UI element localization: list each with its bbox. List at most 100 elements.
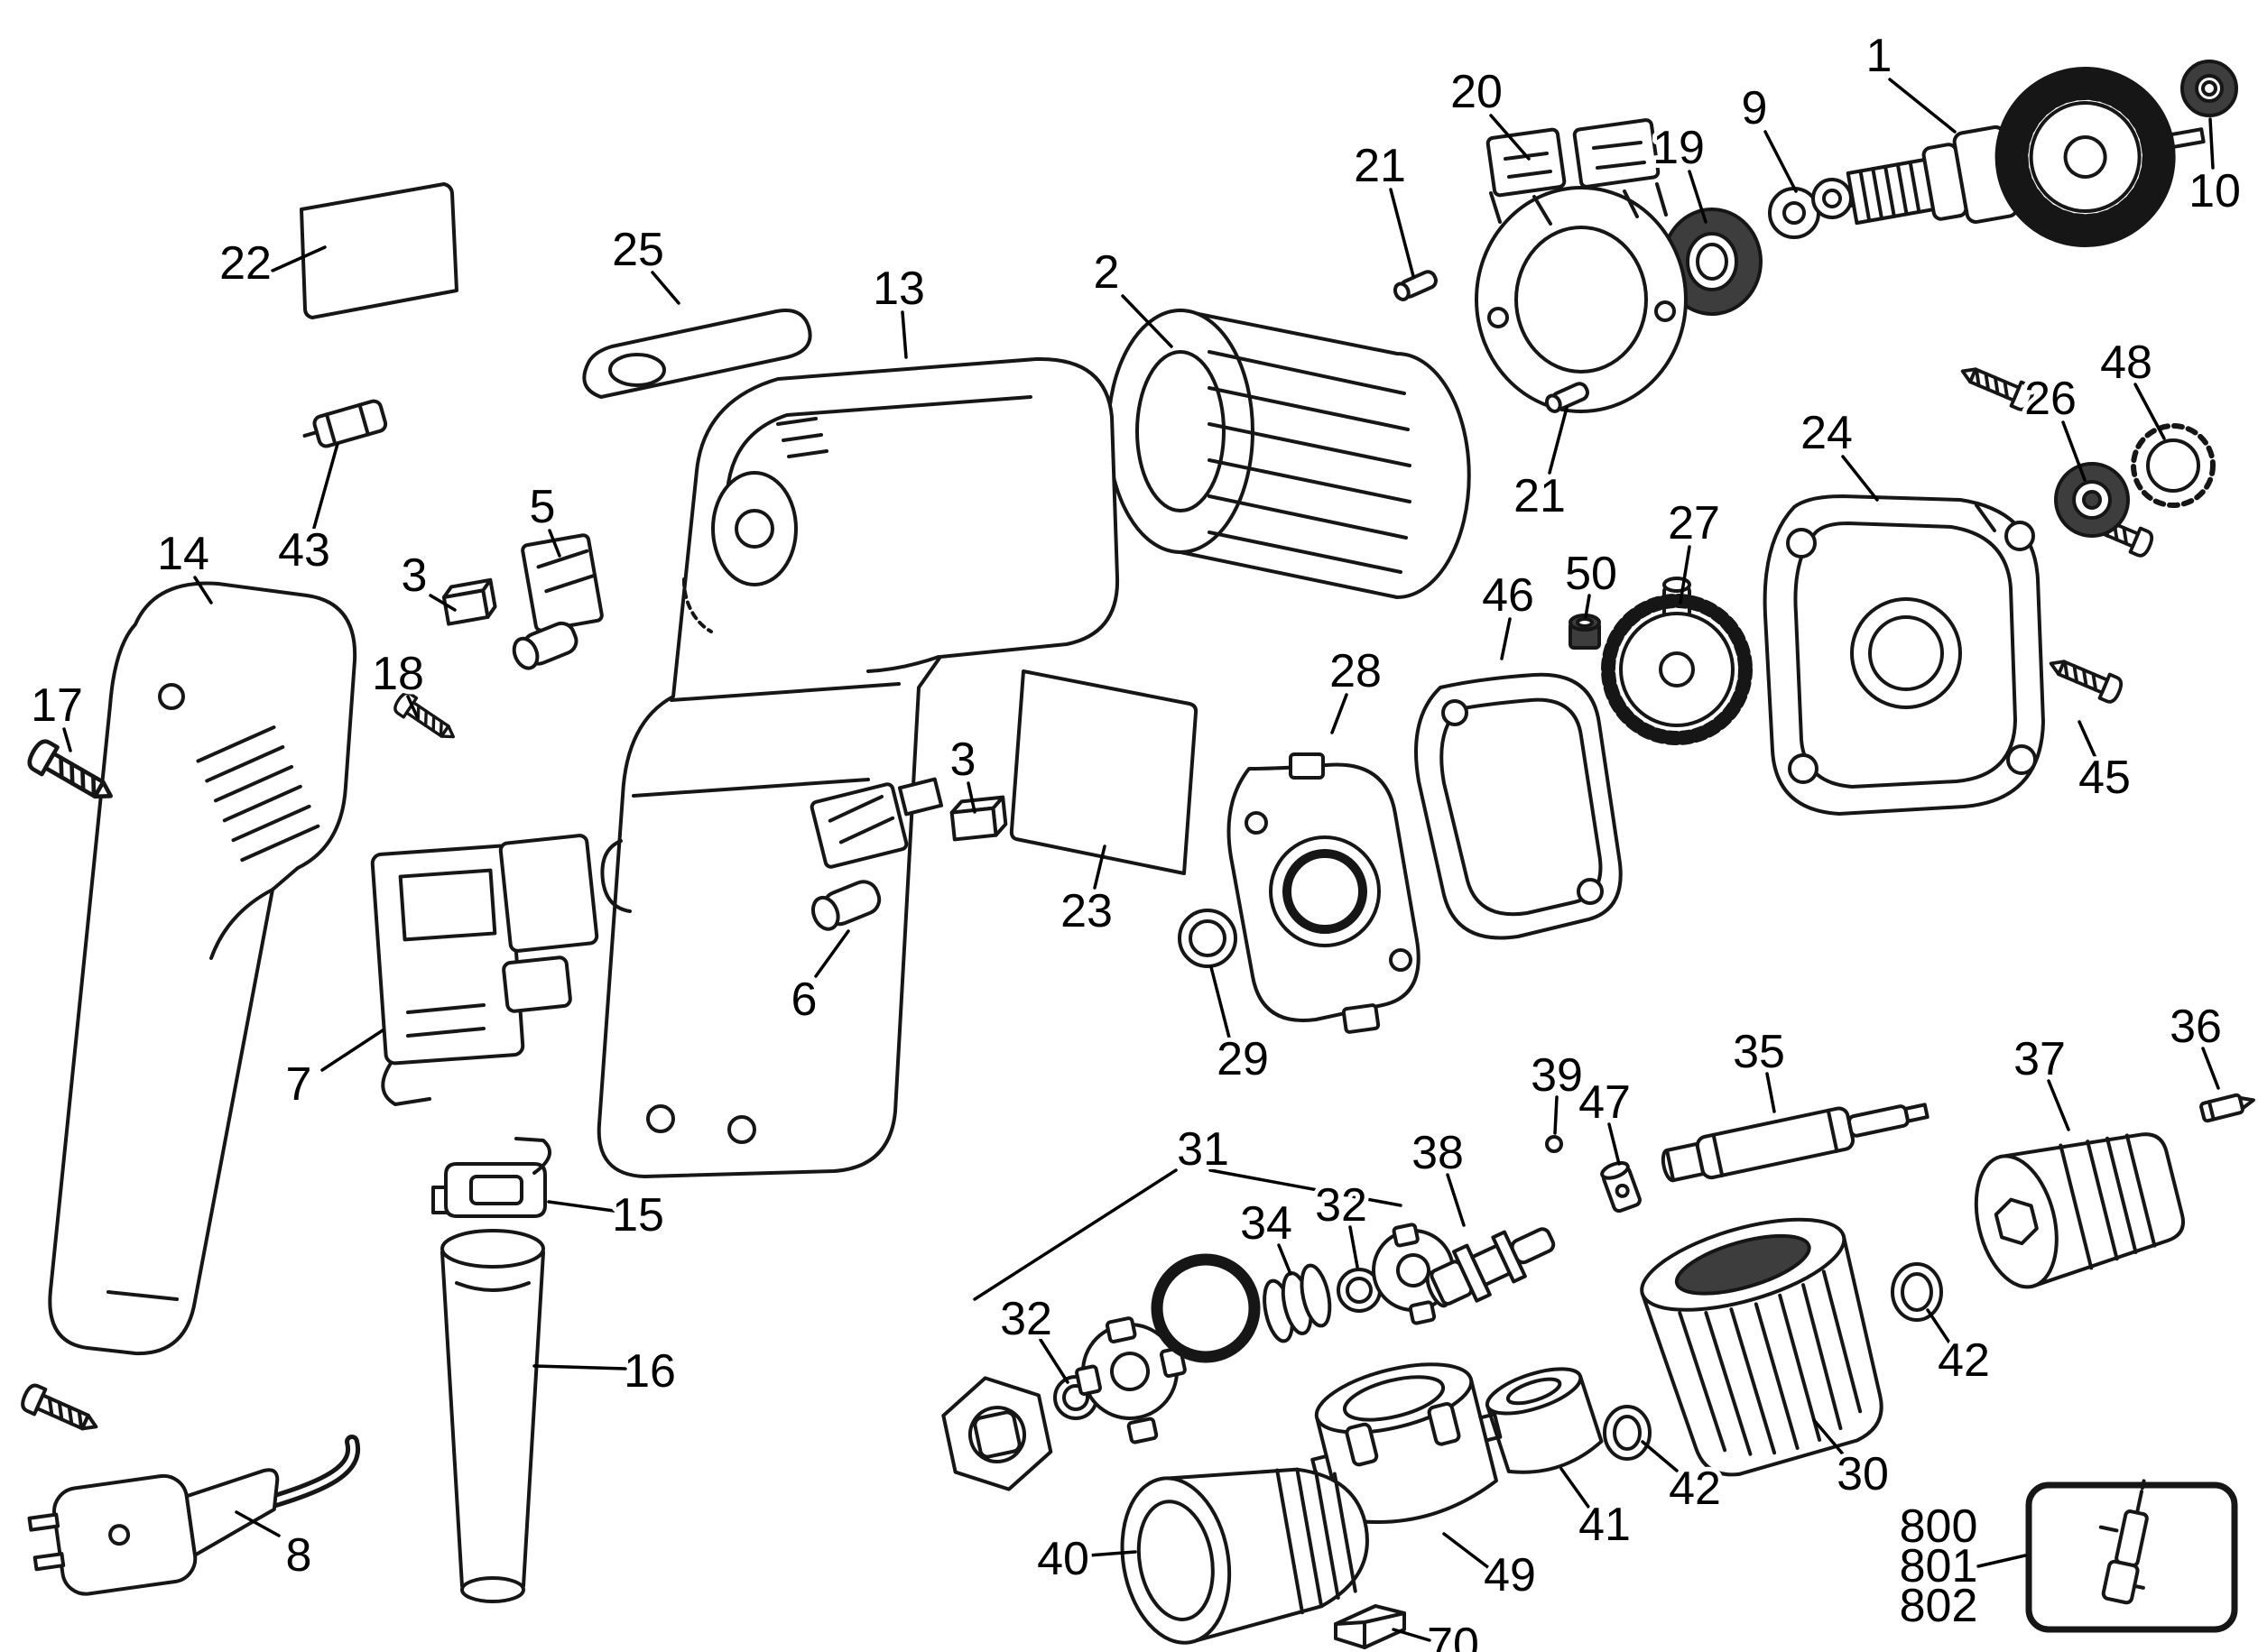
part-gasket-46 bbox=[1414, 672, 1623, 940]
part-callout-label: 43 bbox=[278, 524, 330, 577]
callout-leader-line bbox=[1548, 406, 1569, 475]
part-callout-label: 42 bbox=[1669, 1463, 1721, 1515]
part-callout-label: 13 bbox=[873, 263, 925, 315]
callout-leader-line bbox=[1039, 1338, 1069, 1384]
callout-leader-line bbox=[1442, 1532, 1491, 1570]
part-callout-label: 10 bbox=[2189, 165, 2241, 217]
callout-leader-line bbox=[235, 1510, 281, 1537]
part-callout-label: 70 bbox=[1427, 1619, 1479, 1652]
part-o-ring-42a bbox=[1891, 1262, 1943, 1322]
part-washer-29 bbox=[1178, 909, 1237, 968]
part-bearing-26 bbox=[2054, 462, 2130, 538]
part-callout-label: 19 bbox=[1652, 122, 1705, 174]
part-callout-label: 29 bbox=[1217, 1033, 1269, 1085]
part-callout-label: 9 bbox=[1742, 82, 1768, 134]
callout-leader-line bbox=[1553, 1095, 1559, 1135]
part-callout-label: 18 bbox=[372, 648, 424, 700]
part-depth-lever-25 bbox=[582, 309, 812, 399]
callout-leader-line bbox=[1489, 114, 1531, 161]
part-wedge-70 bbox=[1334, 1604, 1406, 1649]
part-callout-label: 38 bbox=[1411, 1127, 1464, 1179]
part-switch-7 bbox=[370, 834, 599, 1106]
part-callout-label: 24 bbox=[1800, 407, 1853, 459]
part-sleeve-41 bbox=[1485, 1367, 1604, 1474]
callout-leader-line bbox=[1392, 1628, 1431, 1642]
callout-leader-line bbox=[1765, 1072, 1776, 1113]
part-callout-label: 36 bbox=[2170, 1001, 2222, 1053]
part-o-ring-large-31 bbox=[1151, 1253, 1261, 1363]
callout-leader-line bbox=[2133, 383, 2166, 440]
callout-leader-line bbox=[1976, 1554, 2027, 1568]
part-callout-label: 21 bbox=[1513, 470, 1566, 522]
part-bearing-19 bbox=[1661, 208, 1763, 316]
callout-leader-line bbox=[271, 245, 327, 272]
part-callout-label: 30 bbox=[1837, 1448, 1889, 1500]
part-motor-housing-13 bbox=[597, 356, 1120, 1178]
callout-leader-line bbox=[651, 271, 680, 305]
part-callout-label: 5 bbox=[530, 481, 556, 533]
part-nose-collar-40 bbox=[1120, 1467, 1369, 1645]
callout-leader-line bbox=[973, 1168, 1178, 1301]
part-callout-label: 34 bbox=[1240, 1197, 1292, 1250]
callout-leader-line bbox=[1679, 545, 1691, 605]
part-clutch-cam-31 bbox=[1075, 1316, 1187, 1444]
part-pin-21b bbox=[1544, 382, 1589, 413]
callout-leader-line bbox=[2208, 117, 2215, 170]
kit-box-800-802 bbox=[2025, 1479, 2238, 1633]
callout-leader-line bbox=[1330, 693, 1348, 734]
part-callout-label: 35 bbox=[1733, 1026, 1785, 1078]
part-pin-47 bbox=[1600, 1160, 1642, 1214]
callout-leader-line bbox=[2201, 1047, 2220, 1090]
part-lock-washer-48 bbox=[2131, 423, 2216, 508]
callout-leader-line bbox=[62, 727, 72, 752]
part-armature-1 bbox=[1798, 67, 2206, 248]
part-callout-label: 28 bbox=[1329, 645, 1382, 697]
part-handle-cover-14 bbox=[48, 581, 357, 1356]
part-callout-label: 31 bbox=[1177, 1123, 1229, 1176]
callout-leader-line bbox=[193, 576, 213, 605]
part-label-sheet-22 bbox=[300, 182, 458, 319]
callout-leader-line bbox=[548, 529, 561, 558]
part-callout-label: 41 bbox=[1578, 1499, 1631, 1551]
part-callout-label: 47 bbox=[1578, 1076, 1631, 1129]
callout-leader-line bbox=[1763, 130, 1798, 193]
part-callout-label: 25 bbox=[612, 224, 664, 276]
part-callout-label: 20 bbox=[1450, 66, 1503, 118]
callout-leader-line bbox=[1888, 78, 1957, 134]
callout-leader-line bbox=[1688, 170, 1707, 224]
callout-leader-line bbox=[1559, 1467, 1590, 1509]
callout-leader-line bbox=[1087, 1550, 1137, 1557]
part-callout-label: 32 bbox=[1315, 1179, 1367, 1232]
part-callout-label: 45 bbox=[2078, 752, 2131, 804]
part-callout-label: 15 bbox=[612, 1189, 664, 1241]
callout-leader-line bbox=[547, 1200, 615, 1213]
part-callout-label: 27 bbox=[1668, 497, 1720, 549]
part-belt-hook-15 bbox=[431, 1137, 552, 1218]
callout-leader-line bbox=[1641, 1440, 1679, 1472]
callout-leader-line bbox=[1209, 965, 1231, 1039]
callout-leader-line bbox=[967, 781, 976, 814]
part-callout-label: 49 bbox=[1484, 1549, 1536, 1601]
part-bearing-10 bbox=[2180, 60, 2238, 117]
part-brush-holder-5 bbox=[512, 533, 604, 670]
callout-leader-line bbox=[1348, 1225, 1359, 1269]
callout-leader-line bbox=[2078, 720, 2097, 760]
part-field-2 bbox=[1106, 309, 1471, 599]
part-callout-label: 16 bbox=[624, 1345, 676, 1398]
kit-tool-icon bbox=[2098, 1479, 2149, 1605]
callout-leader-line bbox=[1500, 617, 1512, 660]
part-clutch-housing-49 bbox=[1310, 1362, 1503, 1525]
part-o-ring-42b bbox=[1603, 1405, 1652, 1461]
part-clip-43 bbox=[302, 399, 388, 448]
callout-leader-line bbox=[312, 442, 339, 530]
part-callout-label: 802 bbox=[1900, 1580, 1978, 1632]
callout-leader-line bbox=[901, 310, 908, 359]
callout-leader-line bbox=[320, 1029, 384, 1072]
callout-leader-line bbox=[1926, 1308, 1951, 1344]
callout-leader-line bbox=[1446, 1173, 1466, 1227]
part-callout-label: 37 bbox=[2013, 1033, 2066, 1085]
callout-leader-line bbox=[1607, 1122, 1621, 1166]
callout-leader-line bbox=[1208, 1168, 1402, 1207]
